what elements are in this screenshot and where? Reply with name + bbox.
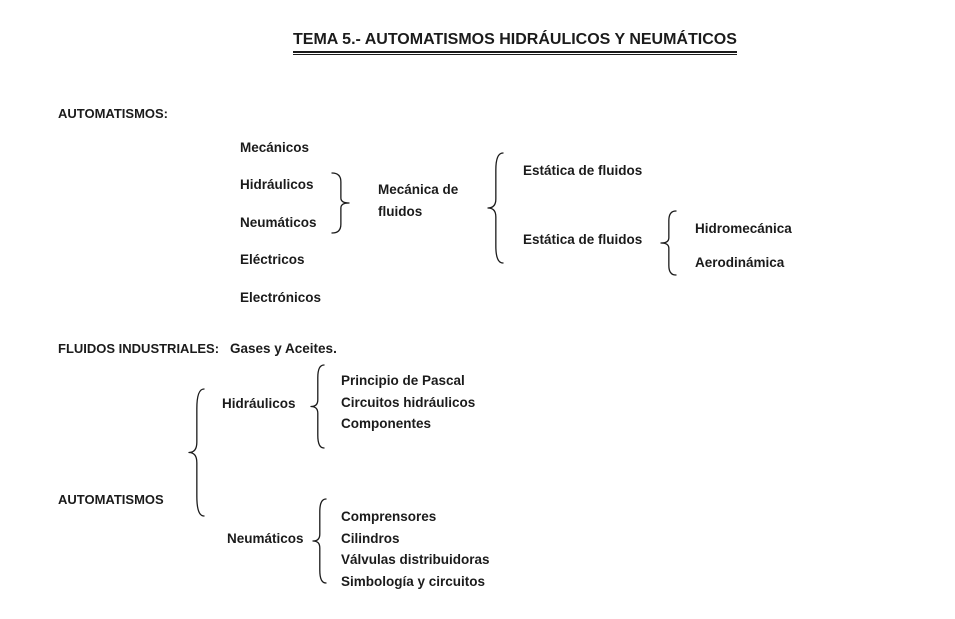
brace-automatismos-root bbox=[188, 388, 205, 517]
label-aerodinamica: Aerodinámica bbox=[695, 255, 785, 270]
page-title-text: TEMA 5.- AUTOMATISMOS HIDRÁULICOS Y NEUM… bbox=[293, 30, 737, 53]
label-estatica-de-fluidos-1: Estática de fluidos bbox=[523, 163, 643, 178]
brace-hidraulicos-neumaticos bbox=[331, 172, 350, 234]
label-valvulas-distribuidoras: Válvulas distribuidoras bbox=[341, 552, 490, 567]
label-cilindros: Cilindros bbox=[341, 531, 400, 546]
page-title: TEMA 5.- AUTOMATISMOS HIDRÁULICOS Y NEUM… bbox=[293, 30, 737, 55]
brace-mecanica-fluidos bbox=[487, 152, 504, 264]
branch-hidraulicos: Hidráulicos bbox=[222, 396, 296, 411]
brace-neumaticos-children bbox=[312, 498, 327, 584]
label-comprensores: Comprensores bbox=[341, 509, 437, 524]
label-principio-de-pascal: Principio de Pascal bbox=[341, 373, 465, 388]
list-item-hidraulicos: Hidráulicos bbox=[240, 177, 314, 192]
label-mecanica-de-fluidos: Mecánica de fluidos bbox=[378, 182, 459, 219]
branch-neumaticos: Neumáticos bbox=[227, 531, 304, 546]
label-simbologia-y-circuitos: Simbología y circuitos bbox=[341, 574, 486, 589]
brace-estatica-2 bbox=[660, 210, 677, 276]
label-componentes: Componentes bbox=[341, 416, 432, 431]
fluidos-industriales-value: Gases y Aceites. bbox=[230, 341, 337, 356]
list-item-mecanicos: Mecánicos bbox=[240, 140, 310, 155]
label-hidromecanica: Hidromecánica bbox=[695, 221, 792, 236]
label-estatica-de-fluidos-2: Estática de fluidos bbox=[523, 232, 643, 247]
brace-hidraulicos-children bbox=[310, 364, 325, 449]
automatismos-heading: AUTOMATISMOS: bbox=[58, 106, 169, 121]
list-item-electronicos: Electrónicos bbox=[240, 290, 322, 305]
label-circuitos-hidraulicos: Circuitos hidráulicos bbox=[341, 395, 476, 410]
list-item-neumaticos: Neumáticos bbox=[240, 215, 317, 230]
automatismos-root: AUTOMATISMOS bbox=[58, 492, 164, 507]
fluidos-industriales-heading: FLUIDOS INDUSTRIALES: bbox=[58, 341, 220, 356]
list-item-electricos: Eléctricos bbox=[240, 252, 305, 267]
